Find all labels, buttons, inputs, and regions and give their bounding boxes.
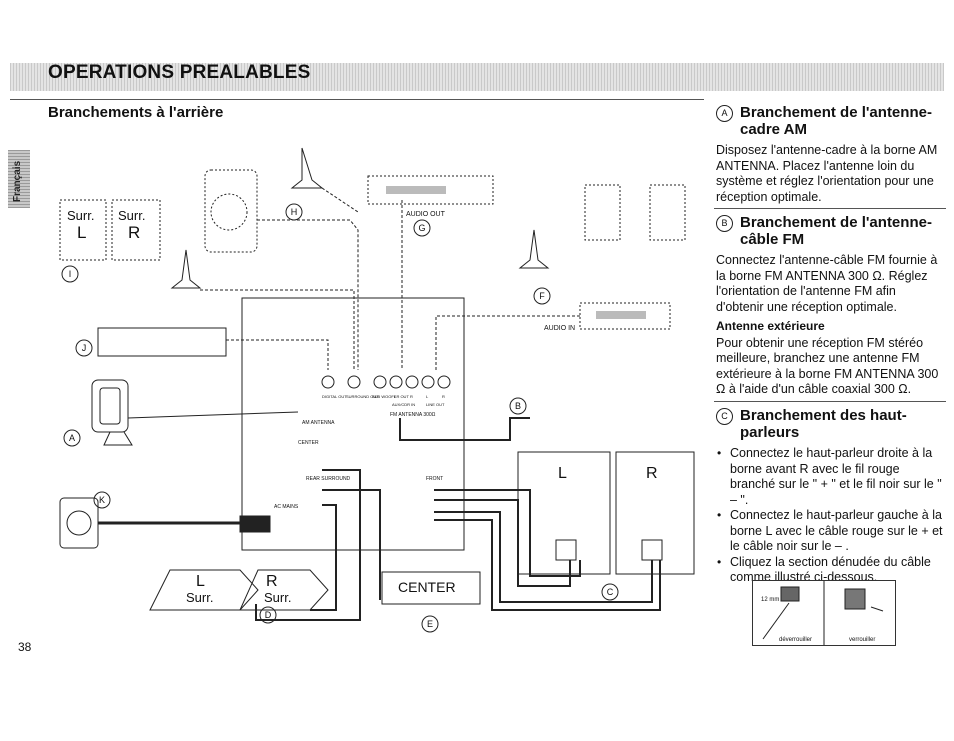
section-c-title: C Branchement des haut-parleurs <box>714 407 946 441</box>
surround-r-label: R <box>266 573 278 590</box>
svg-text:déverrouiller: déverrouiller <box>779 637 812 643</box>
callout-i: I <box>69 269 72 279</box>
list-item: Connectez le haut-parleur droite à la bo… <box>717 446 946 508</box>
surround-speaker-right <box>239 569 329 611</box>
center-speaker-label: CENTER <box>398 579 456 595</box>
fm-antenna-icon-top <box>290 147 324 189</box>
surr-l-label-1: Surr. <box>67 208 94 223</box>
callout-f: F <box>539 291 545 301</box>
svg-text:SUB WOOFER OUT: SUB WOOFER OUT <box>372 394 409 399</box>
section-b-text: Connectez l'antenne-câble FM fournie à l… <box>716 253 938 314</box>
center-terminal-label: CENTER <box>298 440 319 446</box>
section-rule <box>714 208 946 209</box>
callout-e: E <box>427 619 433 629</box>
callout-c: C <box>607 587 614 597</box>
front-speaker-l-label: L <box>558 465 567 482</box>
surr-l-label-2: L <box>77 223 86 242</box>
surr-r-box <box>111 199 161 261</box>
surr-r-label-2: R <box>128 223 140 242</box>
section-b: B Branchement de l'antenne-câble FM Conn… <box>714 214 946 398</box>
svg-text:L: L <box>426 394 429 399</box>
callout-g: G <box>418 223 425 233</box>
audio-in-label: AUDIO IN <box>544 325 575 332</box>
device-j <box>97 327 227 357</box>
center-speaker <box>381 571 481 605</box>
section-title-rear-connections: Branchements à l'arrière <box>48 104 224 121</box>
language-tab: Français <box>8 150 30 208</box>
page-title: OPERATIONS PREALABLES <box>48 62 311 83</box>
circle-letter-c: C <box>716 408 733 425</box>
fm-antenna-label: FM ANTENNA 300Ω <box>390 412 436 418</box>
section-b-subtext: Pour obtenir une réception FM stéréo mei… <box>716 335 939 397</box>
section-b-subheading: Antenne extérieure <box>716 319 825 333</box>
header-rule <box>10 99 704 100</box>
audio-out-label: AUDIO OUT <box>406 211 446 218</box>
page-number: 38 <box>18 640 32 654</box>
device-f <box>579 302 671 330</box>
surround-l-label: L <box>196 573 205 590</box>
main-unit <box>241 297 465 551</box>
front-terminal-label: FRONT <box>426 476 443 482</box>
svg-text:verrouiller: verrouiller <box>849 637 875 643</box>
connection-diagram: Surr. L Surr. R AUDIO OUT AUDIO IN CENTE… <box>59 147 695 633</box>
surround-speaker-left <box>149 569 259 611</box>
svg-text:12 mm: 12 mm <box>761 597 779 603</box>
callout-h: H <box>291 207 298 217</box>
callout-b: B <box>515 401 521 411</box>
circle-letter-a: A <box>716 105 733 122</box>
device-g <box>367 175 494 205</box>
am-antenna-label: AM ANTENNA <box>302 420 335 426</box>
svg-text:AUX/CDR IN: AUX/CDR IN <box>392 402 415 407</box>
surr-r-label-1: Surr. <box>118 208 145 223</box>
front-speaker-r-label: R <box>646 465 658 482</box>
callout-a: A <box>69 433 75 443</box>
svg-text:R: R <box>410 394 413 399</box>
svg-text:SURROUND OUT: SURROUND OUT <box>346 394 379 399</box>
subwoofer <box>204 169 258 253</box>
svg-text:LINE OUT: LINE OUT <box>426 402 445 407</box>
svg-text:L: L <box>394 394 397 399</box>
rca-jack-row <box>321 375 451 389</box>
surround-r-sub-label: Surr. <box>264 590 291 605</box>
section-b-title: B Branchement de l'antenne-câble FM <box>714 214 946 248</box>
callout-d: D <box>265 610 272 620</box>
svg-text:DIGITAL OUT: DIGITAL OUT <box>322 394 347 399</box>
section-a: A Branchement de l'antenne-cadre AM Disp… <box>714 104 946 205</box>
section-rule <box>714 401 946 402</box>
circle-letter-b: B <box>716 215 733 232</box>
section-c: C Branchement des haut-parleurs Connecte… <box>714 407 946 586</box>
wire-illustration: 12 mm déverrouiller verrouiller <box>752 580 896 646</box>
header-band <box>10 63 944 91</box>
front-speaker-left <box>517 451 611 575</box>
surr-l-box <box>59 199 107 261</box>
rear-surround-label: REAR SURROUND <box>306 476 351 482</box>
wire-clip-icon: 12 mm déverrouiller verrouiller <box>761 581 884 645</box>
svg-text:R: R <box>442 394 445 399</box>
section-a-title: A Branchement de l'antenne-cadre AM <box>714 104 946 138</box>
ac-mains-label: AC MAINS <box>274 504 299 510</box>
list-item: Connectez le haut-parleur gauche à la bo… <box>717 508 946 555</box>
front-speaker-right <box>615 451 695 575</box>
callout-j: J <box>82 343 87 353</box>
section-a-text: Disposez l'antenne-cadre à la borne AM A… <box>716 143 938 204</box>
surround-l-sub-label: Surr. <box>186 590 213 605</box>
callout-k: K <box>99 495 105 505</box>
section-c-bullets: Connectez le haut-parleur droite à la bo… <box>714 446 946 586</box>
